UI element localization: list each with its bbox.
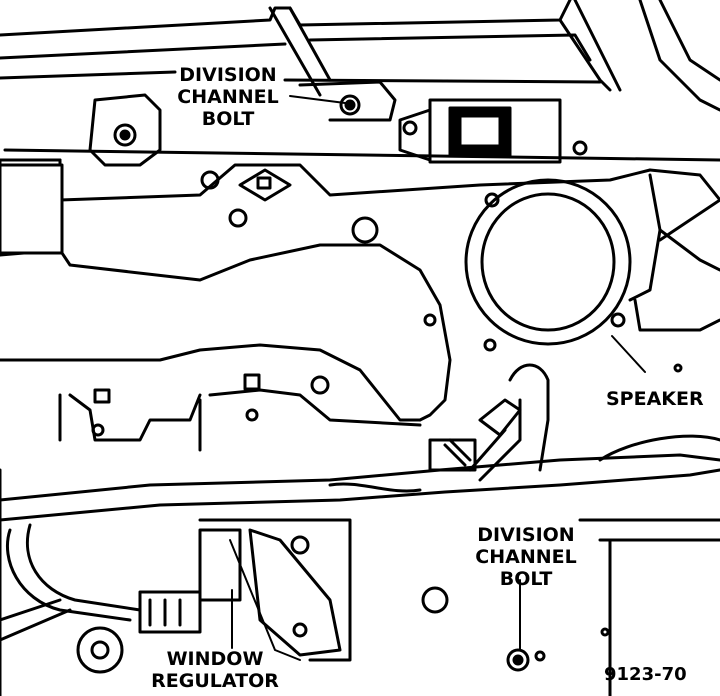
label-line: BOLT xyxy=(201,108,255,130)
label-line: REGULATOR xyxy=(151,670,279,692)
label-line: 9123-70 xyxy=(604,664,687,685)
lower-door-panel xyxy=(0,468,720,696)
latch-module xyxy=(398,98,588,164)
label-line: DIVISION xyxy=(179,64,277,86)
wiring-harness xyxy=(0,363,720,634)
label-line: CHANNEL xyxy=(177,86,279,108)
division-channel-bolt-top-label: DIVISION CHANNEL BOLT xyxy=(172,64,284,130)
label-line: SPEAKER xyxy=(606,388,704,410)
figure-number: 9123-70 xyxy=(604,664,704,686)
door-panel-outline xyxy=(0,158,652,452)
label-line: WINDOW xyxy=(166,648,264,670)
window-regulator-label: WINDOW REGULATOR xyxy=(150,648,280,692)
upper-window-frame xyxy=(0,0,720,162)
top-division-channel-bolt xyxy=(289,80,397,122)
speaker xyxy=(464,178,646,373)
division-channel-bolt-bottom-label: DIVISION CHANNEL BOLT xyxy=(470,524,582,590)
upper-left-bracket xyxy=(88,93,292,202)
panel-fasteners xyxy=(91,208,437,437)
label-line: CHANNEL xyxy=(475,546,577,568)
leader-lines xyxy=(231,579,521,651)
label-line: BOLT xyxy=(499,568,553,590)
speaker-label: SPEAKER xyxy=(606,388,706,410)
label-line: DIVISION xyxy=(477,524,575,546)
right-side-mechanism xyxy=(628,168,720,373)
